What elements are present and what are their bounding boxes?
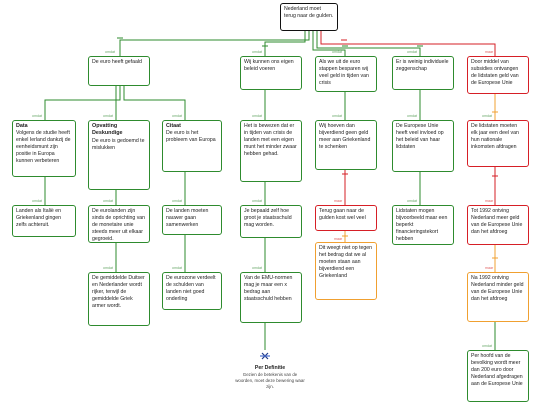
reason-tag: omdat — [105, 50, 115, 54]
reason-tag: omdat — [332, 50, 342, 54]
node-text: De gemiddelde Duitser en Nederlander wor… — [92, 275, 145, 310]
node-title: Opvatting Deskundige — [92, 123, 123, 137]
node-text: De Europese Unie heeft veel invloed op h… — [396, 123, 444, 151]
connector — [316, 30, 421, 56]
node-text: Door middel van subsidies ontvangen de l… — [471, 59, 519, 87]
node-text: De eurolanden zijn sinds de oprichting v… — [92, 208, 146, 243]
node-text: Tot 1992 ontving Nederland meer geld van… — [471, 208, 523, 236]
reason-tag: omdat — [482, 114, 492, 118]
node-text: Dit weegt niet op tegen het bedrag dat w… — [319, 245, 373, 280]
reason-node[interactable]: Er is weinig individuele zeggenschap — [392, 56, 454, 90]
reason-tag: omdat — [252, 199, 262, 203]
reason-tag: omdat — [332, 114, 342, 118]
reason-node[interactable]: Van de EMU-normen mag je maar een x bedr… — [240, 272, 302, 323]
definition-text: Gezien de betekenis van de woorden, moet… — [235, 372, 305, 389]
reason-node[interactable]: Lidstaten mogen bijvoorbeeld maar een be… — [392, 205, 454, 245]
reason-tag: omdat — [32, 114, 42, 118]
reason-tag: omdat — [407, 199, 417, 203]
rebuttal-node[interactable]: Dit weegt niet op tegen het bedrag dat w… — [315, 242, 377, 300]
node-text: Terug gaan naar de gulden kost wel veel — [319, 208, 366, 222]
objection-tag: maar — [485, 266, 494, 270]
reason-node[interactable]: De gemiddelde Duitser en Nederlander wor… — [88, 272, 150, 326]
node-text: Van de EMU-normen mag je maar een x bedr… — [244, 275, 293, 303]
objection-node[interactable]: Door middel van subsidies ontvangen de l… — [467, 56, 529, 94]
reason-tag: omdat — [407, 114, 417, 118]
node-text: Je bepaald zelf hoe groot je staatsschul… — [244, 208, 292, 229]
reason-tag: omdat — [172, 114, 182, 118]
node-title: Citaat — [166, 123, 181, 129]
reason-tag: omdat — [252, 50, 262, 54]
node-title: Data — [16, 123, 28, 129]
node-text: Per hoofd van de bevolking wordt meer da… — [471, 353, 523, 388]
reason-tag: omdat — [172, 199, 182, 203]
reason-tag: omdat — [32, 199, 42, 203]
reason-node[interactable]: De euro heeft gefaald — [88, 56, 150, 86]
objection-node[interactable]: Tot 1992 ontving Nederland meer geld van… — [467, 205, 529, 245]
node-text: Landen als Italië en Griekenland gingen … — [16, 208, 61, 229]
reason-tag: omdat — [172, 266, 182, 270]
reason-tag: omdat — [103, 266, 113, 270]
node-text: Wij hoeven dan bijverdiend geen geld mee… — [319, 123, 371, 151]
node-text: Als we uit de euro stappen besparen wij … — [319, 59, 369, 87]
node-text: De eurozone verdeelt de schulden van lan… — [166, 275, 216, 303]
rebuttal-node[interactable]: Na 1992 ontving Nederland minder geld va… — [467, 272, 529, 322]
reason-tag: omdat — [103, 199, 113, 203]
data-node[interactable]: Data Volgens de studie heeft enkel Ierla… — [12, 120, 76, 177]
connector — [264, 30, 306, 56]
reason-tag: omdat — [103, 114, 113, 118]
connector — [312, 30, 346, 56]
reason-node[interactable]: Je bepaald zelf hoe groot je staatsschul… — [240, 205, 302, 238]
node-text: Wij kunnen ons eigen beleid voeren — [244, 59, 294, 73]
reason-tag: omdat — [407, 50, 417, 54]
node-text: De euro is gedoemd te mislukken — [92, 137, 145, 151]
node-text: De lidstaten moeten elk jaar een deel va… — [471, 123, 519, 151]
reason-node[interactable]: Landen als Italië en Griekenland gingen … — [12, 205, 76, 237]
reason-node[interactable]: Wij hoeven dan bijverdiend geen geld mee… — [315, 120, 377, 170]
main-claim-text: Nederland moet terug naar de gulden. — [284, 6, 334, 20]
reason-node[interactable]: De eurozone verdeelt de schulden van lan… — [162, 272, 222, 310]
objection-tag: maar — [485, 199, 494, 203]
reason-node[interactable]: De Europese Unie heeft veel invloed op h… — [392, 120, 454, 172]
node-text: Volgens de studie heeft enkel Ierland da… — [16, 130, 71, 165]
definition-icon — [260, 352, 270, 360]
connector — [119, 30, 310, 56]
reason-node[interactable]: Wij kunnen ons eigen beleid voeren — [240, 56, 302, 90]
connector — [320, 30, 496, 56]
reason-node[interactable]: De eurolanden zijn sinds de oprichting v… — [88, 205, 150, 243]
objection-tag: maar — [334, 199, 343, 203]
node-text: Het is bewezen dat er in tijden van cris… — [244, 123, 297, 158]
reason-tag: omdat — [252, 114, 262, 118]
definition-title: Per Definitie — [254, 365, 286, 371]
connector — [123, 86, 186, 120]
reason-tag: omdat — [252, 266, 262, 270]
node-text: De euro is het probleem van Europa — [166, 130, 216, 144]
reason-node[interactable]: Als we uit de euro stappen besparen wij … — [315, 56, 377, 92]
expert-opinion-node[interactable]: Opvatting Deskundige De euro is gedoemd … — [88, 120, 150, 190]
node-text: Lidstaten mogen bijvoorbeeld maar een be… — [396, 208, 448, 243]
main-claim-node[interactable]: Nederland moet terug naar de gulden. — [280, 3, 338, 31]
node-text: De landen moeten nauwer gaan samenwerken — [166, 208, 209, 229]
node-text: Na 1992 ontving Nederland minder geld va… — [471, 275, 524, 303]
reason-tag: omdat — [482, 344, 492, 348]
objection-tag: maar — [334, 237, 343, 241]
reason-node[interactable]: Het is bewezen dat er in tijden van cris… — [240, 120, 302, 182]
objection-node[interactable]: Terug gaan naar de gulden kost wel veel — [315, 205, 377, 231]
node-text: Er is weinig individuele zeggenschap — [396, 59, 449, 73]
node-text: De euro heeft gefaald — [92, 59, 142, 65]
objection-tag: maar — [485, 50, 494, 54]
objection-node[interactable]: De lidstaten moeten elk jaar een deel va… — [467, 120, 529, 167]
reason-node[interactable]: Per hoofd van de bevolking wordt meer da… — [467, 350, 529, 402]
quote-node[interactable]: Citaat De euro is het probleem van Europ… — [162, 120, 222, 172]
connector — [44, 86, 121, 120]
reason-node[interactable]: De landen moeten nauwer gaan samenwerken — [162, 205, 222, 235]
